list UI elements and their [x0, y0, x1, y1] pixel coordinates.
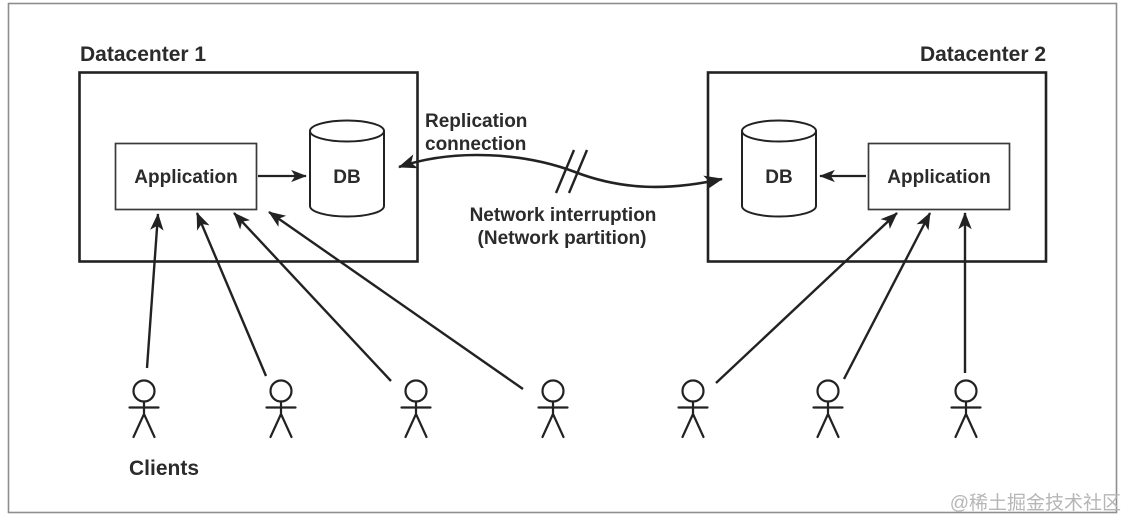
datacenter2-db-cylinder-body — [741, 131, 817, 218]
datacenter2-db-cylinder-top — [741, 119, 817, 143]
client-figures — [128, 379, 982, 439]
replication-connection-arrow — [398, 153, 723, 190]
datacenter1-db-label: DB — [333, 167, 360, 188]
datacenter1-db-cylinder-body — [309, 131, 385, 218]
client-arrows-left — [145, 211, 524, 390]
datacenter1-db-cylinder-top — [309, 119, 385, 143]
datacenter2-group: Datacenter 2 Application DB — [706, 43, 1048, 263]
datacenter2-application-box — [867, 142, 1011, 211]
client-arrow-1 — [145, 213, 164, 369]
client-figure-4 — [537, 379, 569, 439]
datacenter1-group: Datacenter 1 Application DB — [78, 43, 419, 263]
client-figure-7 — [950, 379, 982, 439]
client-arrow-2 — [195, 212, 268, 377]
image-frame — [7, 2, 1118, 514]
client-figure-3 — [400, 379, 432, 439]
interruption-label-line2: (Network partition) — [478, 228, 647, 249]
replication-label-line1: Replication — [425, 111, 527, 132]
client-arrow-4 — [268, 211, 524, 390]
network-break-mark-1 — [554, 149, 576, 194]
client-arrow-3 — [233, 212, 392, 382]
datacenter2-title: Datacenter 2 — [920, 43, 1046, 66]
client-arrows-right — [715, 212, 972, 384]
client-arrow-5 — [715, 212, 898, 384]
replication-label-line2: connection — [425, 134, 526, 155]
datacenter1-application-box — [114, 142, 258, 211]
datacenter2-application-label: Application — [887, 167, 990, 188]
datacenter1-title: Datacenter 1 — [80, 43, 206, 66]
client-arrow-6 — [842, 212, 932, 380]
client-figure-5 — [677, 379, 709, 439]
client-figure-2 — [265, 379, 297, 439]
client-figure-6 — [812, 379, 844, 439]
client-figure-1 — [128, 379, 160, 439]
datacenter2-db-label: DB — [765, 167, 792, 188]
replication-connection-group: Replication connection Network interrupt… — [398, 111, 723, 249]
interruption-label-line1: Network interruption — [470, 205, 657, 226]
watermark: @稀土掘金技术社区 — [950, 492, 1121, 514]
datacenter1-application-label: Application — [134, 167, 237, 188]
network-break-mark-2 — [567, 149, 589, 194]
clients-label: Clients — [129, 457, 199, 480]
